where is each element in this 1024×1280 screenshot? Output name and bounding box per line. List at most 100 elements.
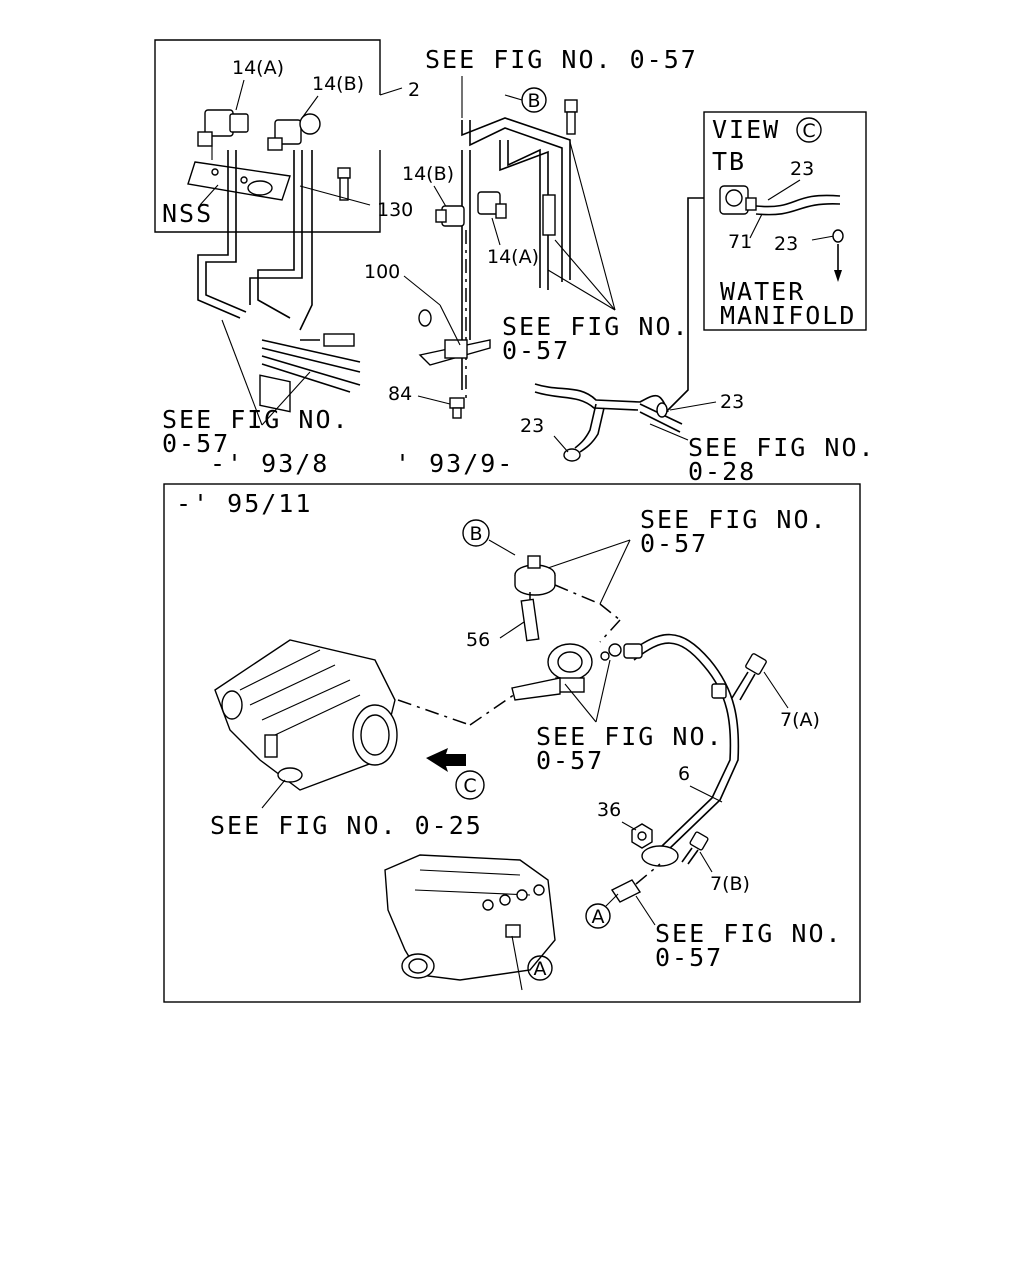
egr-valve xyxy=(511,643,622,701)
part-label-23-view: 23 xyxy=(790,158,814,180)
vsv-solenoid-14b-late xyxy=(435,205,465,227)
leader-23-right xyxy=(669,401,717,411)
part-label-7a: 7(A) xyxy=(780,709,820,731)
ref-fig-057-lower-right: 0-57 xyxy=(655,943,723,972)
date-upto-95-11: -' 95/11 xyxy=(176,489,312,518)
leader-130 xyxy=(299,185,371,206)
part-label-7b: 7(B) xyxy=(710,873,750,895)
part-label-36: 36 xyxy=(597,799,621,821)
vsv-solenoid-14a-late xyxy=(477,191,507,219)
egr-pipe-flange-mid xyxy=(711,683,727,699)
leader-36 xyxy=(621,821,637,831)
view-c-frame xyxy=(703,111,867,331)
callout-a-pipe xyxy=(585,903,611,929)
leader-callout-a-engine xyxy=(511,935,523,991)
leader-see-057-lower-b xyxy=(599,539,631,605)
view-c-water: WATER xyxy=(720,277,805,306)
mounting-bracket-early xyxy=(187,161,291,201)
part-label-14a-late: 14(A) xyxy=(487,246,539,268)
ref-fig-028: 0-28 xyxy=(688,457,756,486)
throttle-body-fitting xyxy=(719,185,841,216)
leader-see-057-early-b xyxy=(261,371,311,426)
leader-callout-b-lower xyxy=(488,539,516,556)
leader-23-view-b xyxy=(811,235,835,241)
leader-see-057-early-a xyxy=(221,319,263,426)
leader-see-057-late-b xyxy=(554,239,616,311)
ref-fig-057-early: 0-57 xyxy=(162,429,230,458)
ref-see-fig-early: SEE FIG NO. xyxy=(162,405,350,434)
leader-84 xyxy=(417,395,451,405)
ref-see-025: SEE FIG NO. 0-25 xyxy=(210,811,483,840)
callout-a-engine-letter: A xyxy=(534,958,547,980)
egr-pipe-6 xyxy=(623,633,740,867)
part-label-6: 6 xyxy=(678,763,690,785)
nut-36 xyxy=(631,823,653,849)
leader-14a-early xyxy=(235,79,245,111)
ref-fig-057-lower-top: 0-57 xyxy=(640,529,708,558)
flow-arrow-head xyxy=(834,270,842,282)
view-direction-arrow xyxy=(426,748,466,772)
callout-c-lower-letter: C xyxy=(463,775,476,797)
bolt-7b xyxy=(681,831,709,865)
part-label-2: 2 xyxy=(408,79,420,101)
late-assembly-group: SEE FIG NO. 0-57 B 14(B) xyxy=(364,45,698,478)
egr-pipe-nut-top xyxy=(623,643,643,659)
dash-modulator-a xyxy=(554,584,601,605)
dash-modulator-c xyxy=(599,619,621,643)
leader-see-057-lower-mid-a xyxy=(564,683,597,723)
ref-see-fig-lower-right: SEE FIG NO. xyxy=(655,919,843,948)
ref-fig-057-lower-mid: 0-57 xyxy=(536,746,604,775)
early-detail-frame xyxy=(154,39,381,233)
callout-c-lower xyxy=(455,770,485,800)
egr-modulator xyxy=(514,555,556,596)
leader-100 xyxy=(403,275,441,306)
view-c-group: VIEW C TB 23 71 23 WATER MANIFOLD xyxy=(703,111,867,331)
view-c-callout-letter: C xyxy=(802,120,815,142)
leader-see-057-lower-right xyxy=(635,895,656,926)
leader-callout-b-top xyxy=(504,94,523,101)
bolt-7a xyxy=(731,653,767,701)
date-upto-93-8: -' 93/8 xyxy=(210,449,329,478)
leader-callout-a-pipe xyxy=(605,893,619,907)
part-label-nss: NSS xyxy=(162,199,213,228)
ref-see-fig-lower-top: SEE FIG NO. xyxy=(640,505,828,534)
leader-see-057-late-a xyxy=(569,141,616,311)
leader-23-view xyxy=(767,179,801,201)
callout-b-top-letter: B xyxy=(527,90,540,112)
leader-see-057-late-c xyxy=(547,269,616,311)
view-c-tb: TB xyxy=(712,147,746,176)
view-c-callout xyxy=(796,117,822,143)
leader-6 xyxy=(689,785,723,803)
vsv-solenoid-14a-early xyxy=(197,109,249,160)
part-label-56: 56 xyxy=(466,629,490,651)
egr-assembly-group: -' 95/11 B SEE FIG NO. 0-57 56 xyxy=(163,483,861,1003)
dash-manifold-a xyxy=(397,699,471,726)
part-label-14b-early: 14(B) xyxy=(312,73,364,95)
early-assembly-group: 2 14(A) 14(B) NSS xyxy=(154,39,420,478)
vsv-solenoid-14b-early xyxy=(267,113,321,151)
part-label-14b-late: 14(B) xyxy=(402,163,454,185)
hose-clamp-23-a xyxy=(656,402,668,418)
hose-clamp-view xyxy=(832,229,844,243)
ref-see-057-top: SEE FIG NO. 0-57 xyxy=(425,45,698,74)
leader-see-028 xyxy=(649,423,689,441)
part-label-23-left: 23 xyxy=(520,415,544,437)
dash-manifold-b xyxy=(469,693,516,726)
gasket-a xyxy=(610,863,661,903)
date-from-93-9: ' 93/9- xyxy=(395,449,514,478)
engine-block xyxy=(384,854,556,981)
ref-fig-057-late: 0-57 xyxy=(502,336,570,365)
leader-71 xyxy=(749,213,763,239)
part-label-84: 84 xyxy=(388,383,412,405)
part-label-23-right: 23 xyxy=(720,391,744,413)
leader-nss xyxy=(199,184,219,206)
callout-b-lower xyxy=(462,519,490,547)
part-label-14a-early: 14(A) xyxy=(232,57,284,79)
leader-see-057-lower-mid-b xyxy=(595,659,611,723)
part-label-23-view-b: 23 xyxy=(774,233,798,255)
leader-56 xyxy=(499,621,525,639)
egr-detail-frame xyxy=(163,483,861,1003)
leader-14b-early xyxy=(301,95,319,119)
leader-7b xyxy=(699,851,713,873)
